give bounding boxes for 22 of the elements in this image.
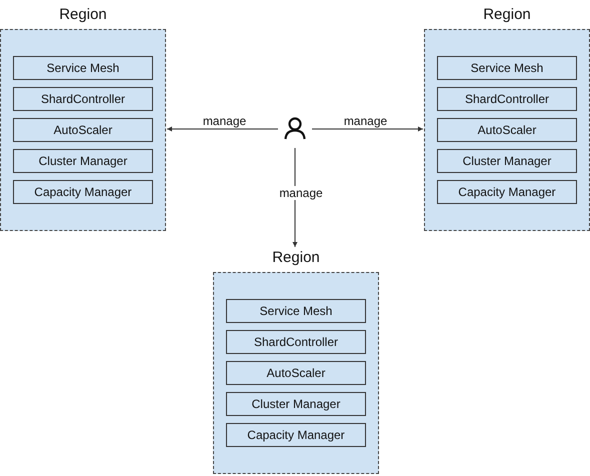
arrow (292, 148, 298, 248)
component-box: Capacity Manager (226, 423, 366, 447)
component-box: AutoScaler (13, 118, 153, 142)
edge-label: manage (278, 186, 324, 200)
region-heading: Region (59, 5, 107, 25)
component-box: Service Mesh (13, 56, 153, 80)
component-box: Service Mesh (437, 56, 577, 80)
arrow (312, 126, 424, 132)
component-box: Capacity Manager (13, 180, 153, 204)
component-box: ShardController (226, 330, 366, 354)
component-box: AutoScaler (226, 361, 366, 385)
component-box: Cluster Manager (13, 149, 153, 173)
component-box: ShardController (437, 87, 577, 111)
component-box: Service Mesh (226, 299, 366, 323)
region-heading: Region (483, 5, 531, 25)
component-box: Cluster Manager (226, 392, 366, 416)
component-box: Cluster Manager (437, 149, 577, 173)
arrow (166, 126, 278, 132)
component-box: Capacity Manager (437, 180, 577, 204)
component-box: ShardController (13, 87, 153, 111)
component-box: AutoScaler (437, 118, 577, 142)
region-heading: Region (272, 248, 320, 268)
